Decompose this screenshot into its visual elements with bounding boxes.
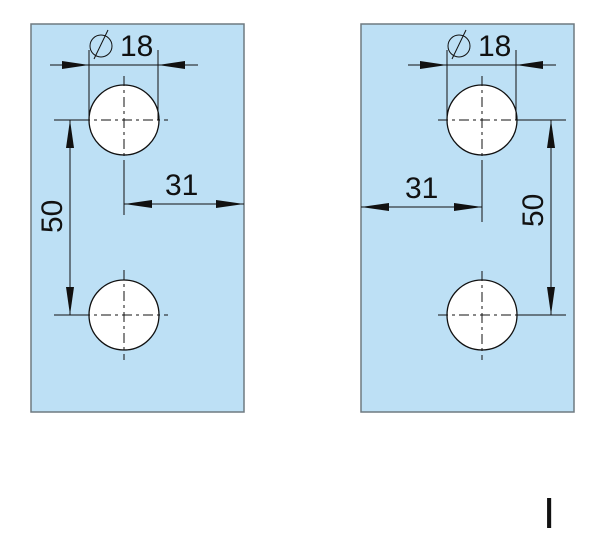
right-plate: 18 31 50 <box>360 23 575 413</box>
left-diameter-dimension: 18 <box>50 29 198 120</box>
left-centerlines <box>80 76 168 360</box>
right-diameter-label: 18 <box>478 30 511 63</box>
left-spacing-dimension: 50 <box>36 119 90 316</box>
variant-label: I <box>543 489 555 537</box>
right-centerlines <box>438 76 526 360</box>
right-spacing-label: 50 <box>517 194 550 227</box>
right-edge-dimension: 31 <box>361 164 483 222</box>
right-spacing-dimension: 50 <box>516 119 566 316</box>
left-spacing-label: 50 <box>36 200 69 233</box>
left-diameter-label: 18 <box>120 30 153 63</box>
left-edge-label: 31 <box>165 169 198 202</box>
left-plate: 18 31 50 <box>30 23 245 413</box>
left-edge-dimension: 31 <box>123 164 244 215</box>
right-diameter-dimension: 18 <box>408 29 556 120</box>
diameter-icon <box>89 29 113 60</box>
diameter-icon <box>447 29 471 60</box>
right-edge-label: 31 <box>405 172 438 205</box>
